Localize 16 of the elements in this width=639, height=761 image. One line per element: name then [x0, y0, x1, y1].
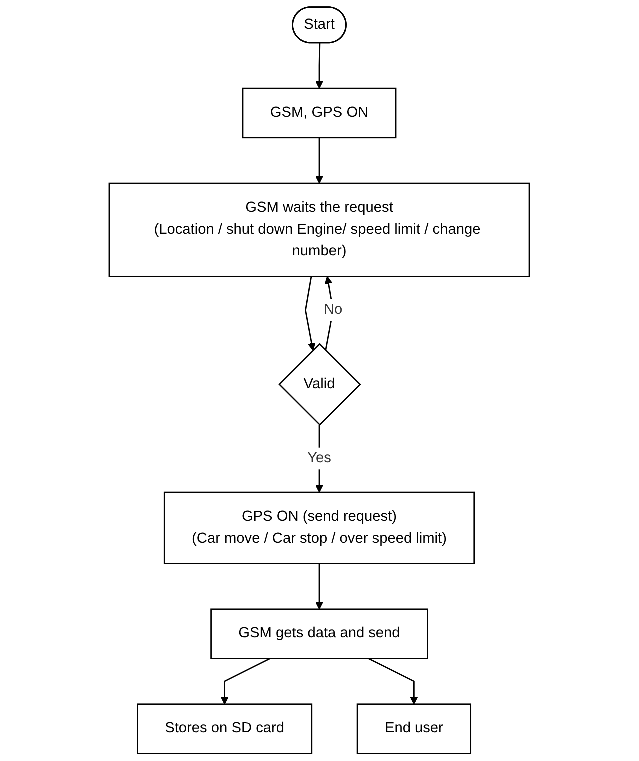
node-box: Stores on SD card: [137, 704, 313, 754]
node-diamond: Valid: [278, 343, 362, 426]
arrow: [305, 276, 316, 351]
arrow: [220, 658, 271, 705]
node-box: GPS ON (send request) (Car move / Car stop / over speed limit): [164, 492, 476, 564]
arrow: [315, 43, 324, 89]
node-box: End user: [356, 704, 472, 754]
edge-label: Yes: [308, 450, 332, 466]
node-box: GSM gets data and send: [210, 608, 428, 660]
arrow: [368, 658, 418, 705]
node-box: GSM, GPS ON: [242, 88, 397, 139]
edge-label: No: [324, 302, 343, 318]
node-box: GSM waits the request (Location / shut down Engine/ speed limit / change number): [108, 182, 530, 278]
arrow: [315, 138, 324, 184]
arrow: [315, 424, 324, 493]
arrow: [315, 564, 324, 610]
